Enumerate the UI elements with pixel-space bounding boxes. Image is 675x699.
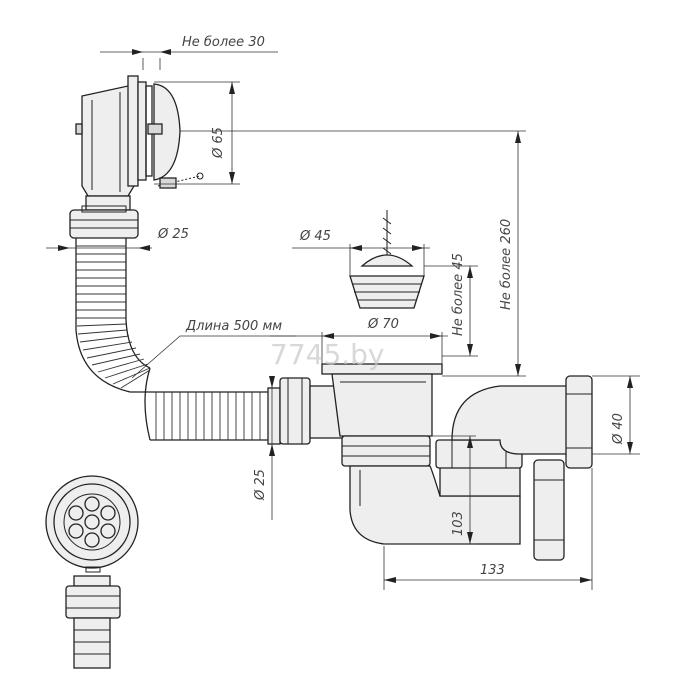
label-d45: Ø 45 bbox=[299, 229, 331, 244]
label-d25-side: Ø 25 bbox=[253, 469, 268, 501]
label-103: 103 bbox=[451, 511, 466, 536]
watermark-text: 7745.by bbox=[270, 338, 385, 371]
corrugated-hose bbox=[75, 238, 281, 445]
label-d25-top: Ø 25 bbox=[157, 227, 189, 242]
label-ne-bolee-30: Не более 30 bbox=[182, 35, 265, 50]
dimension-lines bbox=[46, 49, 640, 590]
label-133: 133 bbox=[480, 563, 505, 578]
overflow-assembly bbox=[69, 75, 204, 239]
trap-assembly bbox=[279, 363, 593, 561]
label-ne-bolee-45: Не более 45 bbox=[451, 253, 466, 336]
label-d65: Ø 65 bbox=[211, 127, 226, 159]
label-d40: Ø 40 bbox=[611, 413, 626, 445]
plug bbox=[349, 210, 425, 309]
label-ne-bolee-260: Не более 260 bbox=[499, 219, 514, 310]
label-dlina: Длина 500 мм bbox=[185, 319, 282, 334]
label-d70: Ø 70 bbox=[367, 317, 399, 332]
drain-grate bbox=[45, 475, 139, 669]
